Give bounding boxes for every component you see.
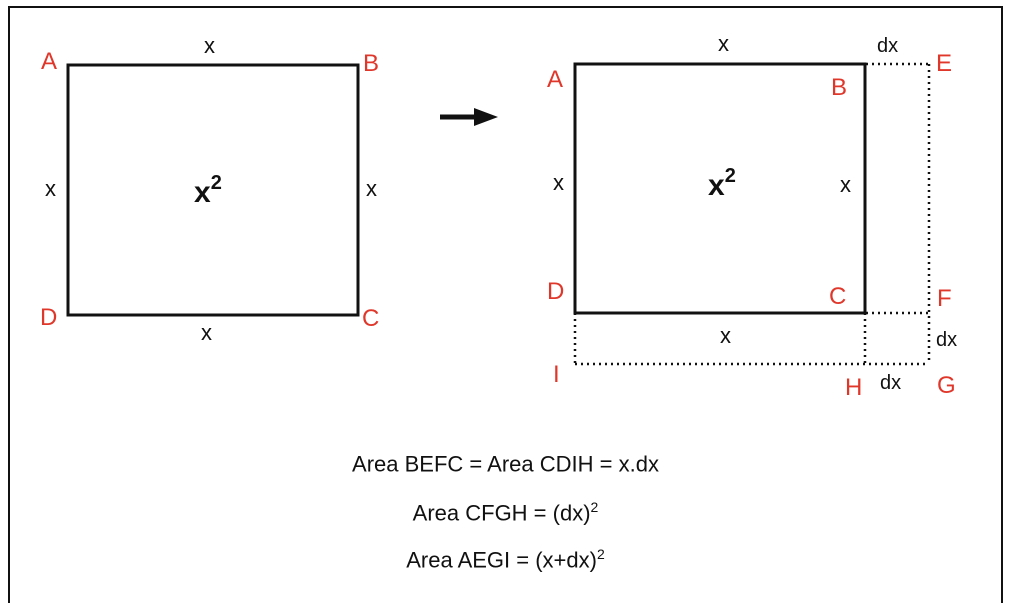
left-vertex-c: C [362,305,380,332]
left-vertex-a: A [41,48,58,75]
right-vertex-i: I [553,361,560,388]
right-vertex-c: C [829,283,847,310]
left-side-bottom: x [201,320,212,345]
right-vertex-g: G [937,372,956,399]
left-side-top: x [204,33,215,58]
right-side-right: x [840,172,851,197]
figure-border [8,6,1003,603]
left-area-label: x2 [194,172,222,209]
equation-aegi: Area AEGI = (x+dx)2 [406,546,605,573]
right-side-top: x [718,31,729,56]
right-vertex-b: B [831,74,848,101]
right-arrow-icon [440,108,498,126]
right-vertex-d: D [547,278,565,305]
right-side-left: x [553,170,564,195]
dx-label-top: dx [877,35,899,57]
right-square [573,62,867,315]
right-vertex-h: H [845,374,863,401]
right-vertex-a: A [547,66,564,93]
left-side-right: x [366,176,377,201]
dx-label-right: dx [936,329,958,351]
right-side-bottom: x [720,323,731,348]
equation-cfgh: Area CFGH = (dx)2 [412,499,599,526]
right-vertex-e: E [936,50,953,77]
right-area-label: x2 [708,165,736,202]
left-vertex-b: B [363,50,380,77]
equation-befc-cdih: Area BEFC = Area CDIH = x.dx [352,451,659,477]
dx-label-bottom: dx [880,372,902,394]
dx-extension-lines [573,62,931,366]
left-square [66,63,360,317]
right-vertex-f: F [937,285,952,312]
left-side-left: x [45,176,56,201]
left-vertex-d: D [40,304,58,331]
